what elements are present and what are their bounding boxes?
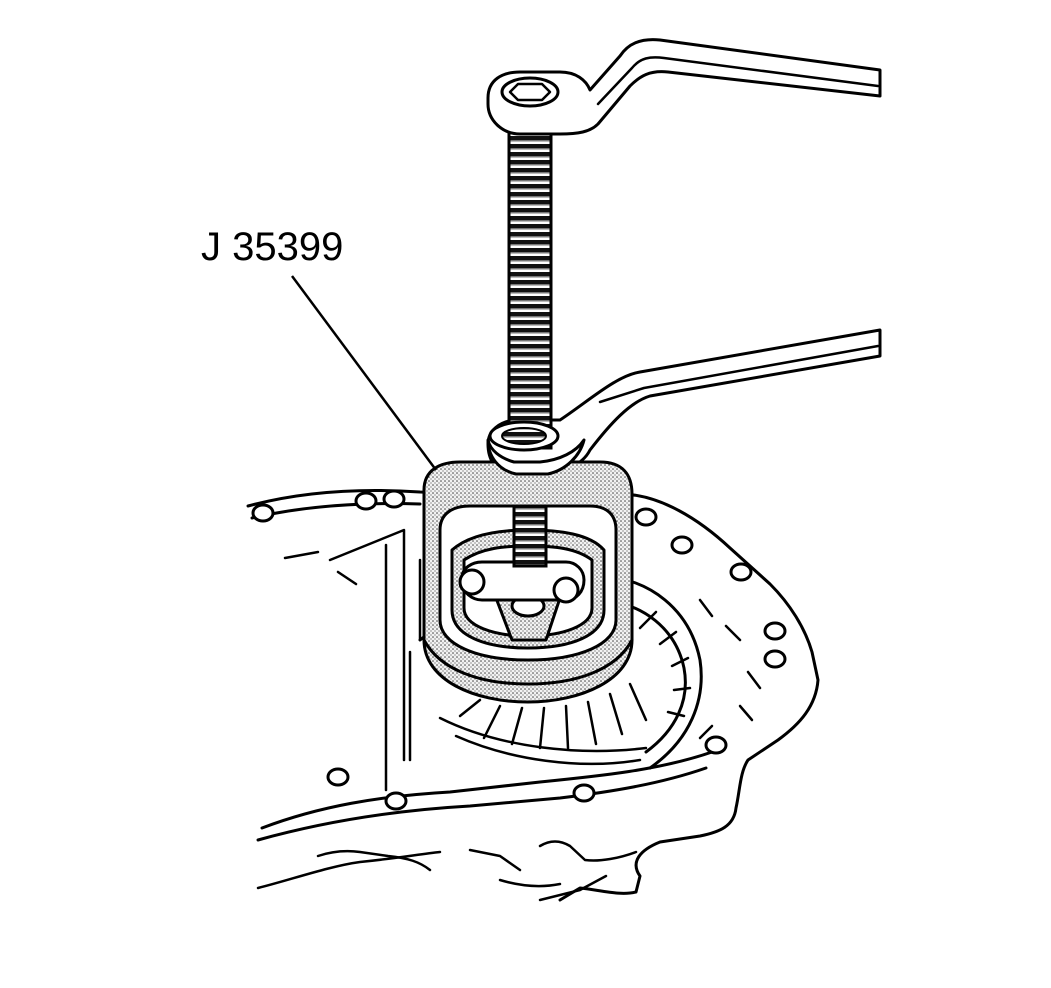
tool-number-label: J 35399 — [201, 225, 343, 269]
transaxle-case — [246, 489, 820, 902]
lower-wrench-box-end — [486, 438, 586, 476]
forcing-screw — [488, 116, 560, 568]
tool-callout: J 35399 — [201, 225, 438, 471]
callout-leader-line — [290, 275, 438, 471]
upper-wrench — [486, 38, 882, 136]
puller-cup — [422, 460, 634, 704]
